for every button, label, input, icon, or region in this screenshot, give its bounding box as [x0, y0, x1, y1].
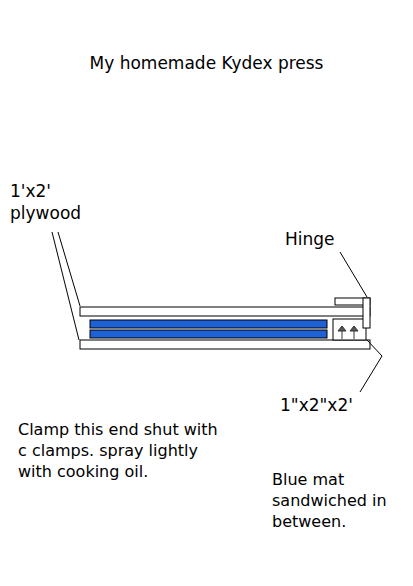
top-plywood-board — [80, 307, 370, 316]
hinge — [335, 298, 370, 328]
screws — [338, 326, 358, 339]
leader-lines — [52, 232, 382, 392]
dimension-label: 1"x2"x2' — [280, 394, 390, 416]
spacer-block — [333, 319, 366, 340]
diagram-title: My homemade Kydex press — [0, 52, 413, 74]
note-text: Blue mat sandwiched in between. — [272, 470, 400, 532]
part-label: Hinge — [285, 228, 365, 250]
blue-mat — [90, 330, 327, 338]
bottom-plywood-board — [80, 340, 370, 349]
blue-mat — [90, 320, 327, 328]
note-text: Clamp this end shut with c clamps. spray… — [18, 420, 218, 482]
part-label: 1'x2' plywood — [10, 180, 100, 224]
